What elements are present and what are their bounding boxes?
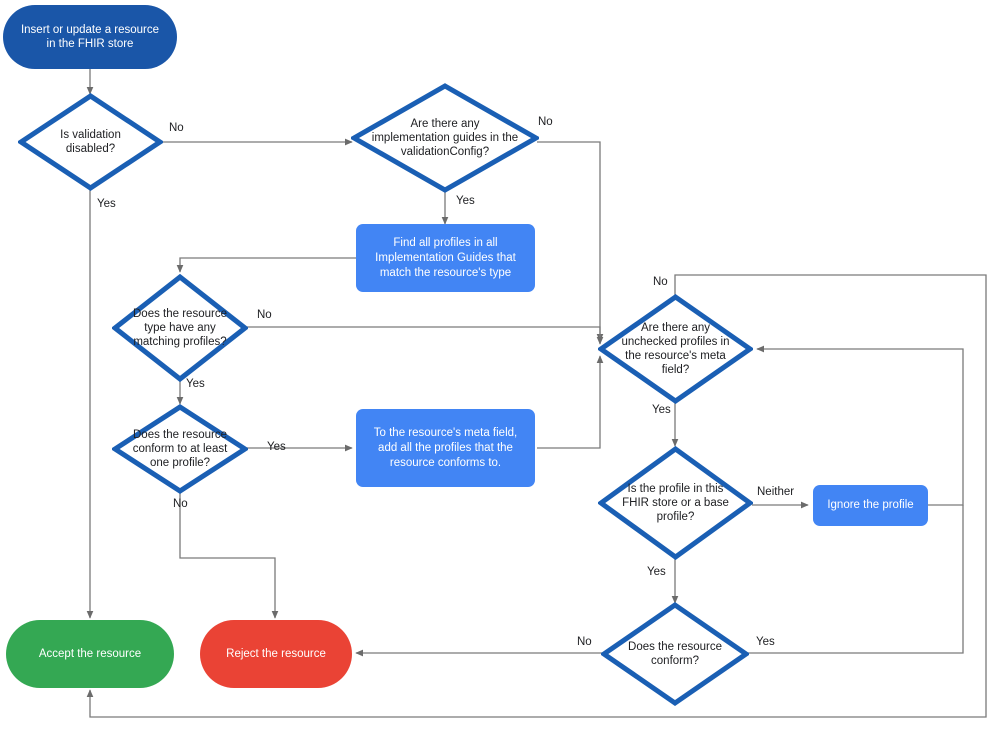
edge-label-impl-yes: Yes xyxy=(456,195,475,207)
node-start-label: Insert or update a resource in the FHIR … xyxy=(20,24,160,50)
node-does-the-resource-conform[interactable]: Does the resource conform? xyxy=(601,602,749,706)
diamond-shape xyxy=(112,274,248,382)
node-find-all-profiles[interactable]: Find all profiles in all Implementation … xyxy=(356,224,535,292)
edge-conform-yes xyxy=(748,505,964,654)
edge-conform-one-no xyxy=(179,492,279,619)
node-is-validation-disabled[interactable]: Is validation disabled? xyxy=(18,93,163,191)
node-does-the-resource-conform-label: Does the resource conform? xyxy=(628,641,722,667)
node-are-there-implementation-guides[interactable]: Are there any implementation guides in t… xyxy=(351,83,539,193)
node-accept-the-resource-label: Accept the resource xyxy=(38,648,142,660)
diamond-shape xyxy=(598,446,753,560)
edge-unchecked-no xyxy=(86,274,987,718)
node-does-resource-type-have-matching-profiles[interactable]: Does the resource type have any matching… xyxy=(112,274,248,382)
node-find-all-profiles-label: Find all profiles in all Implementation … xyxy=(375,236,516,279)
node-ignore-the-profile-label: Ignore the profile xyxy=(827,499,914,511)
edge-label-validation-no: No xyxy=(169,122,184,134)
edge-label-unchecked-no: No xyxy=(653,276,668,288)
edge-label-profile-neither: Neither xyxy=(757,486,795,498)
node-does-resource-conform-to-at-least-one-profile-label: Does the resource conform to at least on… xyxy=(132,429,228,469)
node-does-resource-conform-to-at-least-one-profile[interactable]: Does the resource conform to at least on… xyxy=(112,404,248,494)
diamond-shape xyxy=(18,93,163,191)
node-accept-the-resource[interactable]: Accept the resource xyxy=(6,620,174,688)
edge-label-conform-one-yes: Yes xyxy=(267,441,286,453)
node-are-there-unchecked-profiles-label: Are there any unchecked profiles in the … xyxy=(621,322,730,376)
node-reject-the-resource[interactable]: Reject the resource xyxy=(200,620,352,688)
node-ignore-the-profile[interactable]: Ignore the profile xyxy=(813,485,928,526)
edge-label-profile-yes: Yes xyxy=(647,566,666,578)
node-does-resource-type-have-matching-profiles-label: Does the resource type have any matching… xyxy=(133,308,227,348)
edge-label-validation-yes: Yes xyxy=(97,198,116,210)
edge-label-matching-yes: Yes xyxy=(186,378,205,390)
node-add-profiles-to-meta[interactable]: To the resource's meta field, add all th… xyxy=(356,409,535,487)
diamond-shape xyxy=(598,294,753,404)
node-are-there-unchecked-profiles[interactable]: Are there any unchecked profiles in the … xyxy=(598,294,753,404)
edge-label-impl-no: No xyxy=(538,116,553,128)
edge-label-conform-no: No xyxy=(577,636,592,648)
edge-label-unchecked-yes: Yes xyxy=(652,404,671,416)
edge-label-matching-no: No xyxy=(257,309,272,321)
diamond-shape xyxy=(601,602,749,706)
node-is-profile-in-this-store-or-base-label: Is the profile in this FHIR store or a b… xyxy=(622,483,729,523)
node-add-profiles-to-meta-label: To the resource's meta field, add all th… xyxy=(373,426,518,469)
edge-find-to-matching xyxy=(176,257,356,273)
edge-matching-no xyxy=(247,326,604,345)
node-reject-the-resource-label: Reject the resource xyxy=(226,648,326,660)
edge-label-conform-one-no: No xyxy=(173,498,188,510)
diamond-shape xyxy=(112,404,248,494)
edge-impl-no xyxy=(537,141,604,342)
node-are-there-implementation-guides-label: Are there any implementation guides in t… xyxy=(371,118,519,158)
edge-label-conform-yes: Yes xyxy=(756,636,775,648)
node-start[interactable]: Insert or update a resource in the FHIR … xyxy=(3,5,177,69)
node-is-validation-disabled-label: Is validation disabled? xyxy=(60,129,121,155)
edge-add-to-unchecked xyxy=(537,355,604,449)
node-is-profile-in-this-store-or-base[interactable]: Is the profile in this FHIR store or a b… xyxy=(598,446,753,560)
edge-ignore-to-unchecked xyxy=(756,345,964,506)
diamond-shape xyxy=(351,83,539,193)
